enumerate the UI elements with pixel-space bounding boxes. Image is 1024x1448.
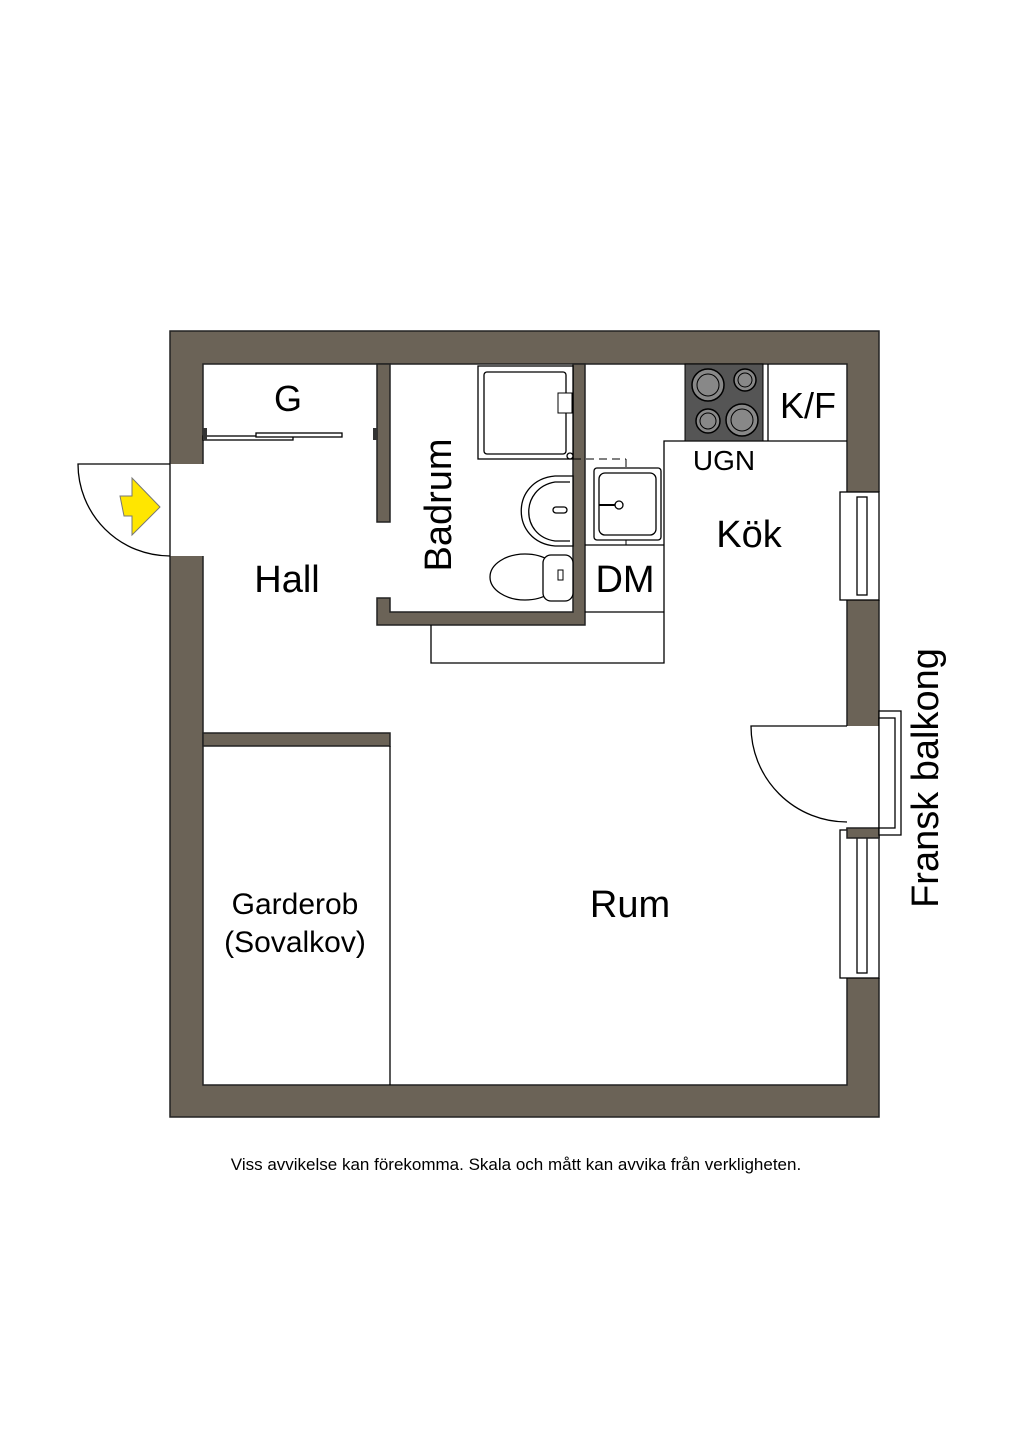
- disclaimer: Viss avvikelse kan förekomma. Skala och …: [231, 1155, 801, 1174]
- hall-bathroom-wall: [376, 363, 391, 523]
- toilet-icon: [489, 553, 574, 602]
- stove-icon: [684, 363, 764, 442]
- room-label-dishwasher: DM: [595, 559, 654, 601]
- window-kitchen: [839, 491, 880, 601]
- room-label-wardrobe-sub: (Sovalkov): [224, 926, 366, 959]
- wardrobe-wall: [202, 732, 391, 747]
- balcony-door[interactable]: [750, 710, 902, 836]
- room-label-bathroom: Badrum: [418, 438, 460, 571]
- room-label-wardrobe: Garderob: [232, 888, 359, 921]
- label-oven: UGN: [693, 445, 755, 476]
- balcony-label: Fransk balkong: [905, 648, 947, 908]
- room-label-living-room: Rum: [590, 884, 670, 926]
- bathroom-walls: [376, 363, 586, 626]
- sink-icon: [593, 467, 662, 541]
- shower-icon: [477, 365, 574, 460]
- room-label-hall: Hall: [254, 559, 319, 601]
- entrance-door[interactable]: [77, 463, 171, 557]
- closet-sliding-door[interactable]: [202, 428, 377, 441]
- entrance-opening: [168, 464, 205, 556]
- room-label-kitchen: Kök: [716, 514, 782, 556]
- room-label-closet: G: [274, 378, 302, 419]
- washbasin-icon: [520, 475, 574, 547]
- outer-walls: [169, 330, 880, 1118]
- entrance-arrow-icon: [119, 476, 161, 537]
- label-fridge-freezer: K/F: [780, 385, 836, 426]
- window-room: [839, 829, 880, 979]
